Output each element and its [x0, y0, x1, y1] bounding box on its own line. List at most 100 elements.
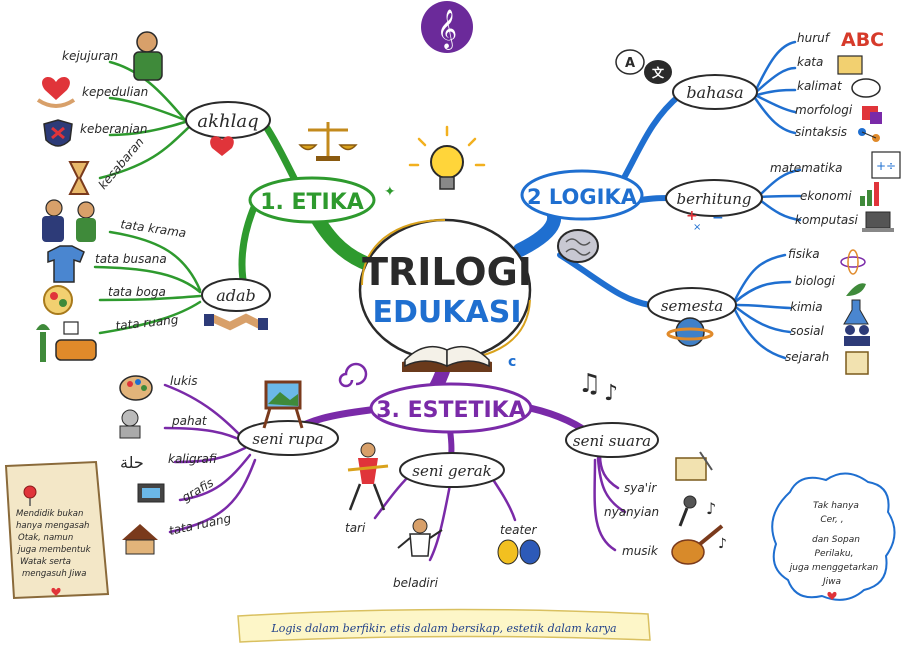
berhitung-node: berhitung [665, 179, 763, 217]
speech-icon [851, 78, 881, 98]
left-note: Mendidik bukan hanya mengasah Otak, namu… [4, 460, 110, 600]
seni-gerak-item: beladiri [393, 576, 439, 590]
adab-item: tata ruang [115, 312, 180, 333]
shield-icon [43, 119, 73, 147]
seni-suara-items: sya'ir nyanyian musik [604, 481, 659, 558]
right-note-line: Jiwa [821, 577, 841, 587]
right-note-line: juga menggetarkan [788, 563, 879, 573]
handshake-icon [204, 313, 268, 331]
semesta-item: kimia [790, 300, 823, 314]
flask-icon [843, 299, 869, 325]
semesta-item: biologi [795, 274, 836, 288]
seni-rupa-item: tata ruang [168, 511, 233, 538]
right-note-line: Cer, , [820, 515, 843, 525]
svg-text:+÷: +÷ [876, 159, 896, 173]
math-signs-icon: + − × [686, 208, 724, 233]
akhlaq-item: kejujuran [62, 49, 118, 63]
svg-text:♪: ♪ [706, 499, 716, 518]
akhlaq-node: akhlaq [185, 101, 271, 139]
food-plate-icon [43, 285, 73, 315]
bahasa-item: kalimat [797, 79, 843, 93]
seni-suara-item: nyanyian [604, 505, 659, 519]
bahasa-item: huruf [797, 31, 831, 45]
book-icon [402, 345, 492, 372]
puzzle-icon [862, 106, 882, 124]
seni-suara-label: seni suara [573, 432, 651, 450]
berhitung-item: ekonomi [800, 189, 852, 203]
scales-icon [298, 122, 358, 161]
logika-title: 2 LOGIKA [527, 185, 638, 209]
heart-icon [210, 136, 234, 156]
akhlaq-item: kepedulian [82, 85, 148, 99]
seni-gerak-label: seni gerak [412, 462, 491, 480]
center-title-line2: EDUKASI [373, 295, 522, 330]
small-heart-icon [51, 587, 61, 596]
small-heart-icon [827, 591, 837, 600]
speech-bubbles-icon: A 文 [615, 49, 672, 84]
seni-suara-item: sya'ir [624, 481, 657, 495]
seni-rupa-item: grafis [180, 476, 216, 505]
seni-gerak-items: tari teater beladiri [345, 521, 538, 590]
people-icon [844, 325, 870, 346]
svg-text:+: + [686, 208, 698, 224]
etika-title: 1. ETIKA [260, 190, 364, 215]
easel-icon [262, 380, 304, 429]
bahasa-item: kata [797, 55, 823, 69]
brain-icon [557, 229, 599, 263]
bahasa-item: sintaksis [795, 125, 847, 139]
right-note-line: Perilaku, [815, 549, 854, 559]
seni-gerak-item: tari [345, 521, 366, 535]
semesta-items: fisika biologi kimia sosial sejarah [785, 247, 836, 364]
svg-text:ﺣﻠﺔ: ﺣﻠﺔ [120, 453, 144, 472]
music-logo-icon: 𝄞 [421, 1, 473, 53]
bahasa-item: morfologi [795, 103, 853, 117]
guitar-icon: ♪ [671, 524, 727, 565]
blue-c-icon: c [508, 354, 516, 370]
semesta-node: semesta [647, 287, 737, 323]
leaf-icon [846, 283, 866, 296]
calligraphy-icon: ﺣﻠﺔ [120, 453, 144, 472]
svg-text:−: − [712, 210, 724, 226]
spiral-icon [338, 362, 368, 388]
scroll-icon [845, 351, 869, 375]
laptop-icon [862, 211, 894, 232]
adab-node: adab [201, 278, 271, 312]
math-icon: +÷ [871, 151, 901, 179]
bahasa-node: bahasa [672, 74, 758, 110]
seni-rupa-item: kaligrafi [168, 452, 217, 466]
svg-text:♪: ♪ [718, 536, 727, 552]
bust-icon [119, 409, 141, 439]
svg-text:文: 文 [652, 65, 665, 80]
computer-icon [137, 483, 165, 503]
people-bowing-icon [42, 199, 96, 242]
center-node: TRILOGI EDUKASI [358, 218, 532, 362]
semesta-item: sosial [790, 324, 825, 338]
house-icon [122, 524, 158, 555]
seni-gerak-node: seni gerak [399, 452, 505, 488]
seni-rupa-item: pahat [171, 414, 208, 428]
bahasa-items: huruf kata kalimat morfologi sintaksis [795, 31, 853, 139]
seni-suara-node: seni suara [565, 422, 659, 458]
hourglass-icon [68, 161, 90, 195]
bahasa-label: bahasa [686, 83, 743, 102]
masks-icon [497, 539, 541, 565]
estetika-title-node: 3. ESTETIKA [369, 382, 533, 434]
bottom-banner: Logis dalam berfikir, etis dalam bersika… [237, 608, 651, 643]
dancer-icon [347, 442, 389, 511]
seni-rupa-node: seni rupa [237, 420, 339, 456]
logika-title-node: 2 LOGIKA [520, 169, 644, 221]
svg-text:♫: ♫ [578, 369, 601, 399]
adab-items: tata krama tata busana tata boga tata ru… [95, 217, 187, 333]
seni-gerak-item: teater [500, 523, 538, 537]
left-note-line: Watak serta [20, 557, 71, 567]
adab-label: adab [216, 286, 256, 305]
svg-text:♪: ♪ [604, 381, 618, 406]
svg-text:×: × [693, 222, 701, 233]
semesta-item: fisika [788, 247, 820, 261]
planet-icon [666, 317, 714, 347]
pushpin-icon [23, 485, 37, 506]
seni-suara-item: musik [622, 544, 659, 558]
right-cloud-note: Tak hanya Cer, , dan Sopan Perilaku, jug… [771, 472, 896, 601]
